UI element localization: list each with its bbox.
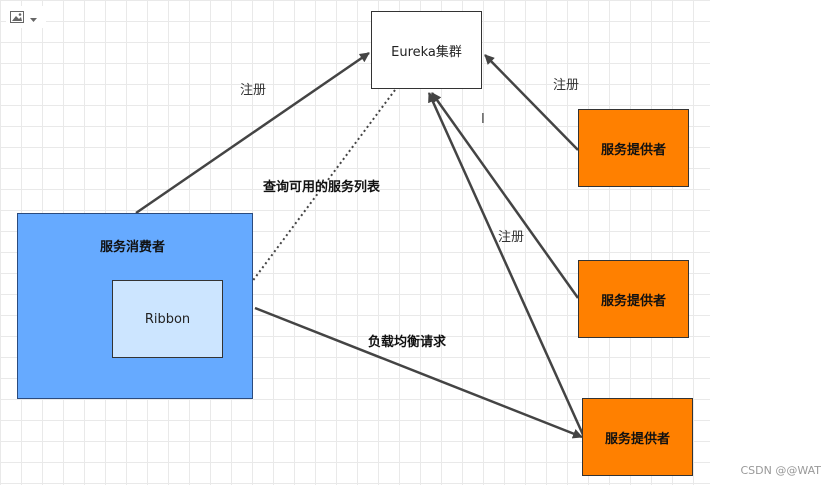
provider2-register-arrow <box>430 92 580 299</box>
provider1-register-label: 注册 <box>553 78 580 93</box>
service-provider-label-3: 服务提供者 <box>604 431 670 447</box>
chevron-down-icon <box>30 8 37 27</box>
load-balance-arrow <box>254 306 583 439</box>
ribbon-node[interactable]: Ribbon <box>112 280 223 358</box>
load-balance-label: 负载均衡请求 <box>368 335 447 350</box>
diagram-canvas: Eureka集群 服务消费者 Ribbon 服务提供者 服务提供者 服务提供者 … <box>0 0 710 485</box>
service-provider-node-3[interactable]: 服务提供者 <box>582 398 693 476</box>
eureka-cluster-label: Eureka集群 <box>391 44 462 60</box>
insert-image-button[interactable] <box>6 6 46 28</box>
text-cursor: I <box>481 112 485 127</box>
service-provider-node-1[interactable]: 服务提供者 <box>578 109 689 187</box>
connector-layer <box>135 51 586 439</box>
service-provider-label-2: 服务提供者 <box>600 293 666 309</box>
service-provider-label-1: 服务提供者 <box>600 142 666 158</box>
service-provider-node-2[interactable]: 服务提供者 <box>578 260 689 338</box>
ribbon-label: Ribbon <box>144 311 191 327</box>
consumer-register-label: 注册 <box>240 83 267 98</box>
consumer-register-arrow <box>135 51 370 215</box>
watermark: CSDN @@WAT <box>740 464 821 477</box>
query-service-list-label: 查询可用的服务列表 <box>263 180 381 195</box>
provider2-register-label: 注册 <box>498 230 525 245</box>
provider3-register-arrow <box>427 92 586 438</box>
eureka-cluster-node[interactable]: Eureka集群 <box>371 11 482 89</box>
image-icon <box>10 8 24 27</box>
service-consumer-label: 服务消费者 <box>100 240 166 255</box>
provider1-register-arrow <box>484 54 579 151</box>
